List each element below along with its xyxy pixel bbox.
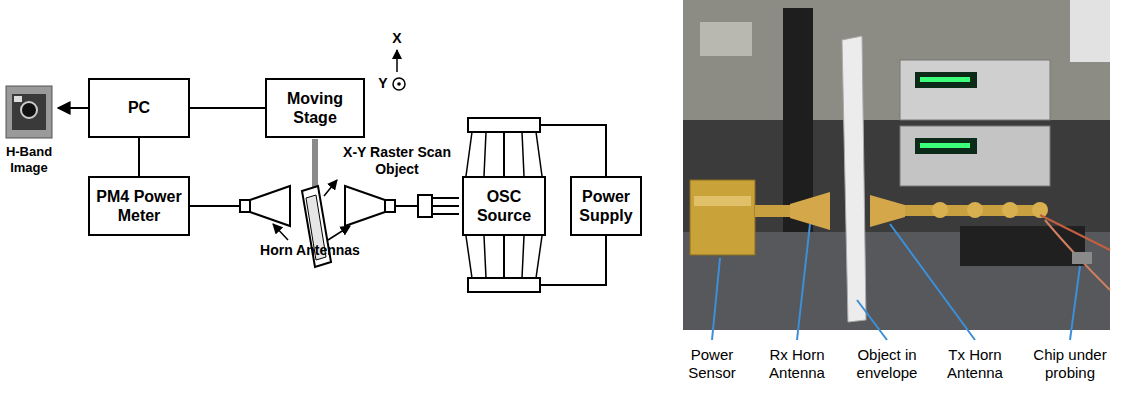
probe-line [536,132,542,176]
leader-arrow [324,180,337,196]
photo-wall [683,0,1110,120]
probe-tip [432,197,459,199]
photo-flange [1002,202,1018,218]
photo-label: Object in envelope [849,346,925,382]
leader-line [857,300,887,340]
probe-line [536,236,542,278]
instrument-box: OSC Source [462,176,546,236]
photo-display [915,72,977,88]
photo-power-sensor [690,180,755,255]
probe [418,195,432,217]
photo-power-supply [900,126,1050,186]
axis-label: Y [375,75,391,92]
output-arrow [58,107,88,109]
image-detail [12,94,46,130]
probe-tip [432,205,459,207]
photo-label: Tx Horn Antenna [938,346,1012,382]
axis-label: X [389,30,405,47]
photo-object [842,36,866,322]
box-text: PM4 Power Meter [95,187,183,225]
probe-line [466,236,472,278]
photo-flange [932,202,948,218]
photo-power-sensor [694,196,751,206]
box-text: Moving Stage [272,89,358,127]
photo-display-glow [920,77,970,82]
photo-tx-horn [870,195,905,227]
photo-label: Rx Horn Antenna [760,346,834,382]
leader-line [712,258,720,340]
photo-leaders [712,224,1080,340]
leader-line [797,224,810,340]
leader-line [890,224,975,340]
wire [190,205,240,207]
image-detail [21,102,37,118]
horn-antenna [250,186,290,226]
image-label: H-Band Image [0,144,58,175]
dc-probe-pad [468,118,540,132]
photo-display [915,138,977,154]
dc-probe-pad [468,278,540,292]
axis-dot [397,82,401,86]
photo-ground [683,0,1110,330]
connector-line [190,107,265,109]
photo-label: Chip under probing [1026,346,1114,382]
photo-mount [960,226,1085,266]
wire [395,205,418,207]
instrument-box: PM4 Power Meter [88,176,190,236]
object-label: X-Y Raster Scan Object [339,144,455,178]
horn-antenna [385,200,395,212]
box-text: Power Supply [577,187,635,225]
instrument-box: Moving Stage [265,78,365,138]
photo-robot-arm [1070,0,1110,62]
antenna-label: Horn Antennas [252,242,368,259]
box-text: OSC Source [469,187,539,225]
horn-antenna [345,186,385,226]
instrument-box: Power Supply [570,176,642,236]
photo-label: Power Sensor [677,346,747,382]
probe-line [466,132,472,176]
stage-arm [312,139,318,190]
photo-chip [1072,252,1092,264]
photo-waveguide [755,205,790,217]
axis-arrow [396,50,398,72]
leader-arrow [273,224,288,240]
photo-flange [967,202,983,218]
instrument-box: PC [88,78,190,138]
leader-line [1070,266,1080,340]
probe-line [522,132,524,176]
box-text: PC [128,98,150,117]
photo-display-glow [920,143,970,148]
photo-cable [1040,215,1110,250]
photo-instrument [700,22,752,56]
photo-power-supply [900,60,1050,120]
connector-line [138,138,140,176]
probe-line [484,132,486,176]
axis-circle [393,78,405,90]
horn-antenna [240,200,250,212]
image-thumbnail [6,86,52,138]
probe-line [484,236,486,278]
probe-tip [432,213,459,215]
leader-arrow [328,226,350,240]
image-detail [14,96,22,102]
probe-line [522,236,524,278]
